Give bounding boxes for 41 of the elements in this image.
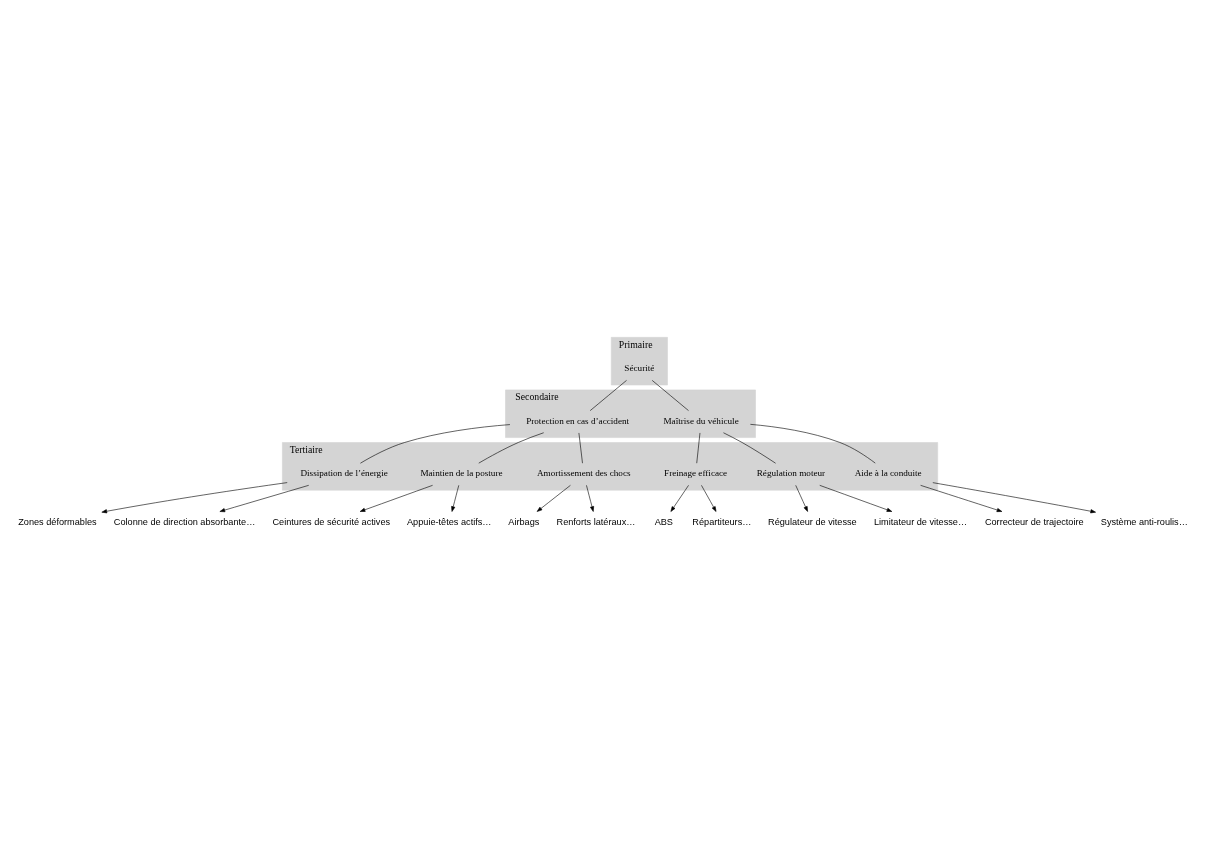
node-text: Colonne de direction absorbante… [113,516,256,527]
node-text: Correcteur de trajectoire [984,516,1084,527]
node-text: Système anti-roulis… [1100,516,1188,527]
node-text: Appuie-têtes actifs… [407,516,492,527]
node-text: ABS [654,516,673,527]
connector [478,431,544,463]
node-text: Airbags [508,516,540,527]
node-text: Répartiteurs… [692,516,752,527]
connector [578,432,583,463]
arrow [670,484,689,512]
arrow [819,484,893,512]
connector [360,423,511,464]
node-text: Maintien de la posture [420,467,503,478]
arrow [451,484,460,512]
arrow [359,484,433,512]
node-text: Freinage efficace [664,467,728,478]
node-text: Régulateur de vitesse [768,516,857,527]
arrow [701,484,717,512]
node-text: Limitateur de vitesse… [873,516,968,527]
node-text: Amortissement des chocs [536,467,631,478]
arrow [795,484,808,512]
node-text: Aide à la conduite [854,467,922,478]
arrow [219,484,310,512]
arrow [101,481,288,513]
node-text: Régulation moteur [756,467,826,478]
connector [750,423,876,463]
arrow [586,484,594,512]
connector [723,431,776,464]
node-text: Dissipation de l’énergie [300,467,388,478]
node-text: Renforts latéraux… [556,516,636,527]
arrow [920,484,1003,512]
node-text: Sécurité [624,362,655,373]
connector [651,379,689,411]
arrow [536,484,571,512]
arrow [932,481,1096,513]
connector [589,379,627,411]
connector [696,432,701,463]
node-text: Ceintures de sécurité actives [272,516,391,527]
node-text: Maîtrise du véhicule [663,415,739,426]
node-text: Zones déformables [18,516,97,527]
node-text: Protection en cas d’accident [526,415,630,426]
